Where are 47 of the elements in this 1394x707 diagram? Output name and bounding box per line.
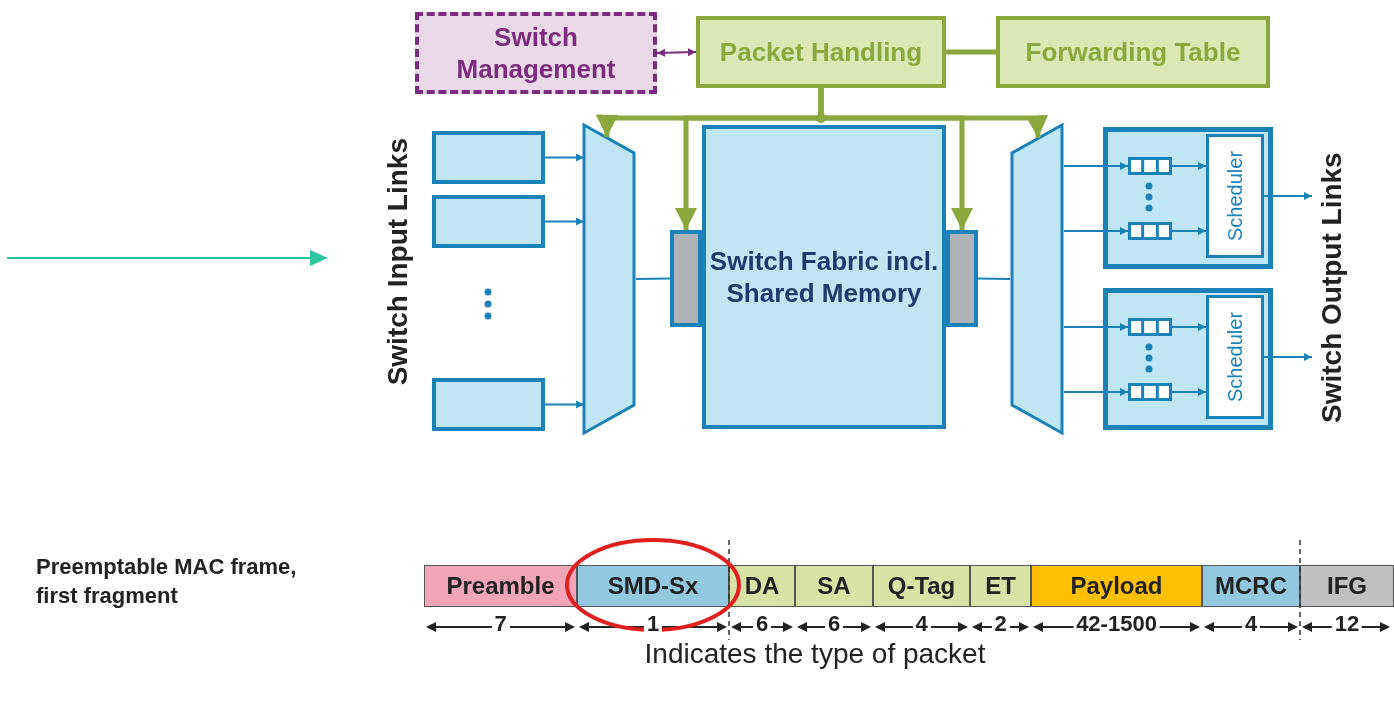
frame-field: Q-Tag — [873, 565, 970, 607]
arrow — [1171, 387, 1207, 397]
frame-field: SMD-Sx — [577, 565, 729, 607]
port-box — [946, 230, 978, 327]
management-box: Switch Management — [415, 12, 657, 94]
frame-field: MCRC — [1202, 565, 1300, 607]
arrow — [656, 48, 697, 57]
frame-field: Preamble — [424, 565, 577, 607]
output-port-box — [1103, 127, 1273, 269]
process-box: Packet Handling — [696, 16, 946, 88]
arrow — [544, 400, 586, 409]
frame-field: SA — [795, 565, 873, 607]
demultiplexer-shape — [1010, 123, 1064, 435]
arrow — [1063, 226, 1129, 236]
frame-title: Preemptable MAC frame, first fragment — [36, 553, 298, 610]
output-port-box — [1103, 288, 1273, 430]
arrow — [1063, 322, 1129, 332]
input-buffer-box — [432, 131, 545, 184]
queue-icon — [1128, 222, 1172, 240]
arrow — [1171, 226, 1207, 236]
frame-field: DA — [729, 565, 795, 607]
table-box: Forwarding Table — [996, 16, 1270, 88]
port-box — [670, 230, 702, 327]
queue-icon — [1128, 157, 1172, 175]
arrow — [1263, 191, 1313, 201]
arrow — [1171, 322, 1207, 332]
arrow — [544, 153, 586, 162]
arrow — [1063, 161, 1129, 171]
queue-icon — [1128, 383, 1172, 401]
queue-icon — [1128, 318, 1172, 336]
annotation-text: Indicates the type of packet — [644, 638, 986, 670]
axis-label: Switch Output Links — [1312, 128, 1350, 448]
scheduler-box: Scheduler — [1206, 134, 1264, 258]
scheduler-box: Scheduler — [1206, 295, 1264, 419]
multiplexer-shape — [582, 123, 636, 435]
arrow — [544, 217, 586, 226]
input-buffer-box — [432, 195, 545, 248]
axis-label: Switch Input Links — [382, 138, 414, 386]
frame-field: ET — [970, 565, 1031, 607]
arrow — [1063, 387, 1129, 397]
arrow — [1171, 161, 1207, 171]
frame-field: Payload — [1031, 565, 1202, 607]
input-buffer-box — [432, 378, 545, 431]
arrow — [1263, 352, 1313, 362]
arrow — [818, 88, 1049, 139]
fabric-box: Switch Fabric incl. Shared Memory — [702, 125, 946, 429]
frame-field: IFG — [1300, 565, 1394, 607]
